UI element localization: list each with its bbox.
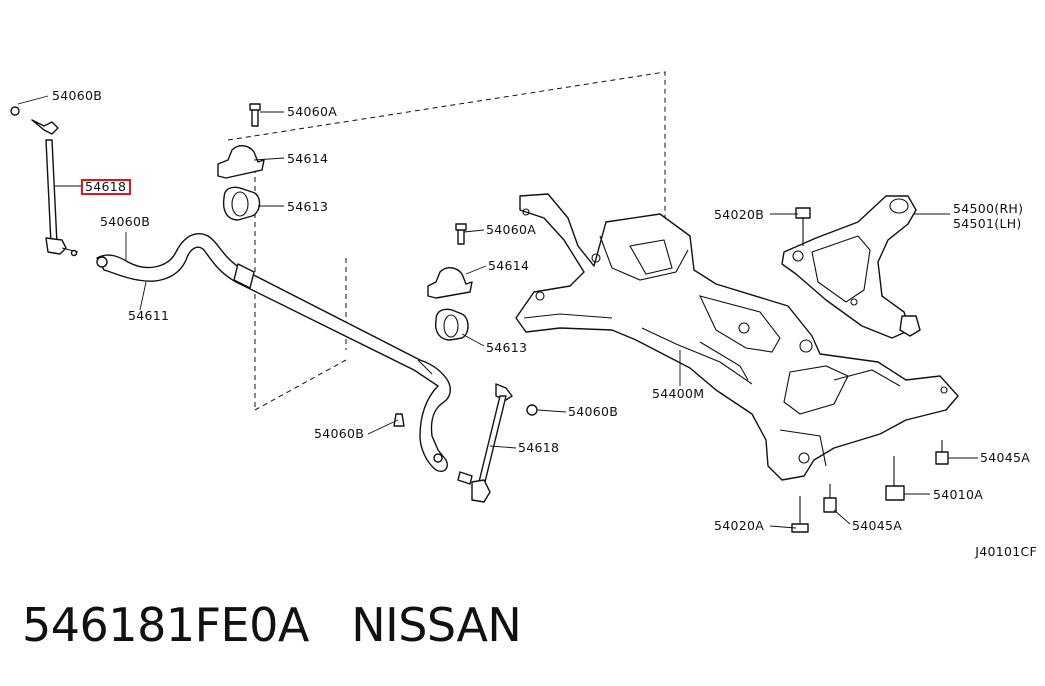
label-54611: 54611 [128, 308, 169, 323]
label-54060b-right: 54060B [568, 404, 618, 419]
label-54614-mid: 54614 [488, 258, 529, 273]
label-54614-top: 54614 [287, 151, 328, 166]
highlight-box [81, 179, 131, 195]
brand-name: NISSAN [351, 598, 522, 652]
part-number: 546181FE0A [22, 598, 309, 652]
bushing-bracket-mid[interactable] [427, 223, 473, 341]
transverse-link[interactable] [781, 195, 921, 339]
label-54613-mid: 54613 [486, 340, 527, 355]
part-caption: 546181FE0A NISSAN [22, 598, 522, 652]
label-54613-top: 54613 [287, 199, 328, 214]
bolts [791, 207, 949, 533]
label-54500: 54500(RH) [953, 201, 1023, 216]
label-54020b: 54020B [714, 207, 764, 222]
label-54045a-bottom: 54045A [852, 518, 902, 533]
label-54060b-top: 54060B [52, 88, 102, 103]
label-54060a-mid: 54060A [486, 222, 536, 237]
crossmember[interactable] [515, 193, 959, 481]
stabilizer-link-left[interactable] [10, 106, 79, 257]
dashed-boundary [227, 71, 666, 411]
parts-diagram: 54060B 54060A 54614 54618 54613 54060B 5… [10, 71, 1030, 533]
label-54060b-mid: 54060B [100, 214, 150, 229]
stabilizer-bar[interactable] [96, 233, 451, 472]
label-54060b-bot: 54060B [314, 426, 364, 441]
label-54618-right: 54618 [518, 440, 559, 455]
label-54045a-right: 54045A [980, 450, 1030, 465]
label-54618-left: 54618 [85, 179, 126, 194]
leader-lines [17, 95, 978, 529]
label-54020a: 54020A [714, 518, 764, 533]
stabilizer-link-right[interactable] [393, 383, 538, 503]
label-54400m: 54400M [652, 386, 704, 401]
label-54060a-top: 54060A [287, 104, 337, 119]
part-labels: 54060B 54060A 54614 54618 54613 54060B 5… [52, 88, 1030, 533]
bushing-bracket-top[interactable] [217, 103, 265, 221]
label-54501: 54501(LH) [953, 216, 1022, 231]
diagram-code: J40101CF [975, 544, 1037, 559]
label-54010a: 54010A [933, 487, 983, 502]
